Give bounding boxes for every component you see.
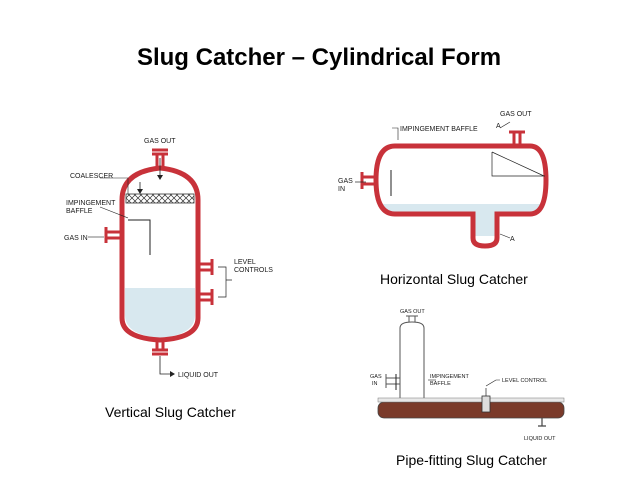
horizontal-slug-catcher: IMPINGEMENT BAFFLE GAS OUT A A GAS IN xyxy=(338,111,549,249)
horizontal-caption: Horizontal Slug Catcher xyxy=(380,271,528,287)
vertical-coalescer-label: COALESCER xyxy=(70,173,113,180)
horizontal-gas-out-label: GAS OUT xyxy=(500,111,532,118)
pipe-liquid-out-label: LIQUID OUT xyxy=(524,436,556,442)
pipe-riser xyxy=(399,321,425,400)
horizontal-vessel xyxy=(373,143,549,249)
pipe-level-control-label: LEVEL CONTROL xyxy=(502,378,547,384)
vertical-level-nozzle-lower xyxy=(198,289,214,305)
pipe-level-control xyxy=(481,395,491,413)
horizontal-gas-in-nozzle xyxy=(360,172,376,189)
horizontal-impingement-label: IMPINGEMENT BAFFLE xyxy=(400,126,478,133)
pipe-liquid-out xyxy=(538,418,546,427)
vertical-level-label: LEVEL xyxy=(234,259,256,266)
horizontal-gas-label: GAS xyxy=(338,178,353,185)
horizontal-in-label: IN xyxy=(338,186,345,193)
vertical-gas-in-label: GAS IN xyxy=(64,235,88,242)
horizontal-a-bottom-label: A xyxy=(510,236,515,243)
vertical-controls-label: CONTROLS xyxy=(234,267,273,274)
vertical-gas-in-nozzle xyxy=(104,227,122,243)
horizontal-gas-out-nozzle xyxy=(509,130,525,146)
pipe-impingement-label: IMPINGEMENT xyxy=(430,374,469,380)
pipe-gas-out-label: GAS OUT xyxy=(400,309,425,315)
horizontal-a-top-label: A xyxy=(496,123,501,130)
pipe-gas-label: GAS xyxy=(370,374,382,380)
pipe-gas-in xyxy=(385,374,400,388)
pipe-fitting-slug-catcher: GAS OUT GAS IN IMPINGEMENT BAFFLE LEVEL … xyxy=(370,309,565,442)
page-title: Slug Catcher – Cylindrical Form xyxy=(136,44,502,71)
vertical-baffle-label: BAFFLE xyxy=(66,208,93,215)
vertical-impingement-label: IMPINGEMENT xyxy=(66,200,116,207)
vertical-gas-out-nozzle xyxy=(152,148,168,168)
vertical-liquid-out-label: LIQUID OUT xyxy=(178,372,219,379)
vertical-gas-out-label: GAS OUT xyxy=(144,138,176,145)
vertical-vessel xyxy=(119,165,201,343)
pipe-liquid xyxy=(377,401,565,419)
vertical-slug-catcher: GAS OUT COALESCER IMPINGEMENT BAFFLE GAS… xyxy=(64,138,273,379)
pipe-baffle-label: BAFFLE xyxy=(430,381,451,387)
pipe-caption: Pipe-fitting Slug Catcher xyxy=(396,452,547,468)
horizontal-liquid xyxy=(382,204,540,236)
vertical-level-nozzle-upper xyxy=(198,259,214,275)
vertical-coalescer xyxy=(125,193,195,204)
vertical-liquid xyxy=(125,288,195,338)
vertical-caption: Vertical Slug Catcher xyxy=(105,404,236,420)
vertical-impingement-baffle xyxy=(128,219,151,255)
vertical-liquid-out-nozzle xyxy=(152,340,168,356)
pipe-in-label: IN xyxy=(372,381,378,387)
